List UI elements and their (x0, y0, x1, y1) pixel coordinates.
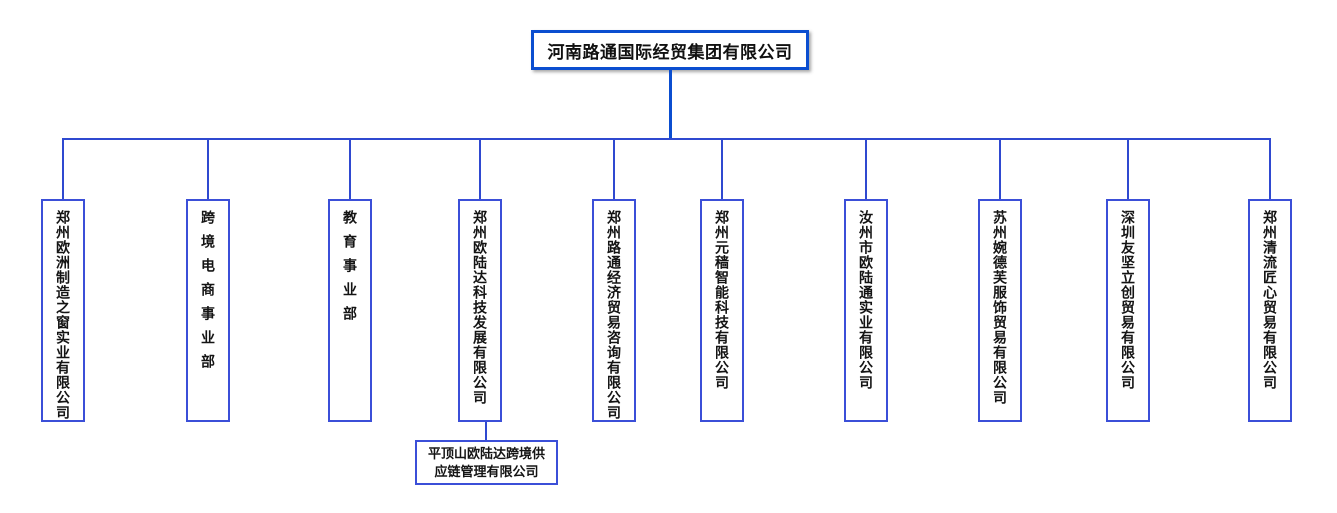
node-child-10-label: 郑州清流匠心贸易有限公司 (1262, 210, 1278, 390)
connector-drop-child-4 (479, 138, 481, 199)
node-child-9-label: 深圳友坚立创贸易有限公司 (1120, 210, 1136, 390)
node-child-9[interactable]: 深圳友坚立创贸易有限公司 (1106, 199, 1150, 422)
node-child-10[interactable]: 郑州清流匠心贸易有限公司 (1248, 199, 1292, 422)
connector-drop-child-8 (999, 138, 1001, 199)
node-child-1[interactable]: 郑州欧洲制造之窗实业有限公司 (41, 199, 85, 422)
connector-drop-child-9 (1127, 138, 1129, 199)
node-sub-1-label: 平顶山欧陆达跨境供应链管理有限公司 (427, 445, 545, 479)
connector-horizontal-bus (62, 138, 1271, 140)
node-child-7[interactable]: 汝州市欧陆通实业有限公司 (844, 199, 888, 422)
node-child-5[interactable]: 郑州路通经济贸易咨询有限公司 (592, 199, 636, 422)
node-child-3[interactable]: 教育事业部 (328, 199, 372, 422)
node-child-8[interactable]: 苏州婉德芙服饰贸易有限公司 (978, 199, 1022, 422)
node-child-8-label: 苏州婉德芙服饰贸易有限公司 (992, 210, 1008, 405)
node-child-2-label: 跨境电商事业部 (200, 210, 216, 378)
connector-drop-child-3 (349, 138, 351, 199)
connector-drop-child-7 (865, 138, 867, 199)
connector-drop-child-2 (207, 138, 209, 199)
connector-root-stem (669, 70, 672, 140)
node-child-7-label: 汝州市欧陆通实业有限公司 (858, 210, 874, 390)
connector-drop-child-6 (721, 138, 723, 199)
node-child-6[interactable]: 郑州元穑智能科技有限公司 (700, 199, 744, 422)
connector-drop-child-5 (613, 138, 615, 199)
node-child-6-label: 郑州元穑智能科技有限公司 (714, 210, 730, 390)
connector-drop-sub-1 (485, 422, 487, 440)
node-child-4-label: 郑州欧陆达科技发展有限公司 (472, 210, 488, 405)
root-node-label: 河南路通国际经贸集团有限公司 (547, 42, 793, 62)
node-child-4[interactable]: 郑州欧陆达科技发展有限公司 (458, 199, 502, 422)
root-node[interactable]: 河南路通国际经贸集团有限公司 (531, 30, 809, 70)
node-sub-1[interactable]: 平顶山欧陆达跨境供应链管理有限公司 (415, 440, 558, 485)
connector-drop-child-10 (1269, 138, 1271, 199)
node-child-1-label: 郑州欧洲制造之窗实业有限公司 (55, 210, 71, 420)
connector-drop-child-1 (62, 138, 64, 199)
node-child-2[interactable]: 跨境电商事业部 (186, 199, 230, 422)
node-child-5-label: 郑州路通经济贸易咨询有限公司 (606, 210, 622, 420)
node-child-3-label: 教育事业部 (342, 210, 358, 330)
